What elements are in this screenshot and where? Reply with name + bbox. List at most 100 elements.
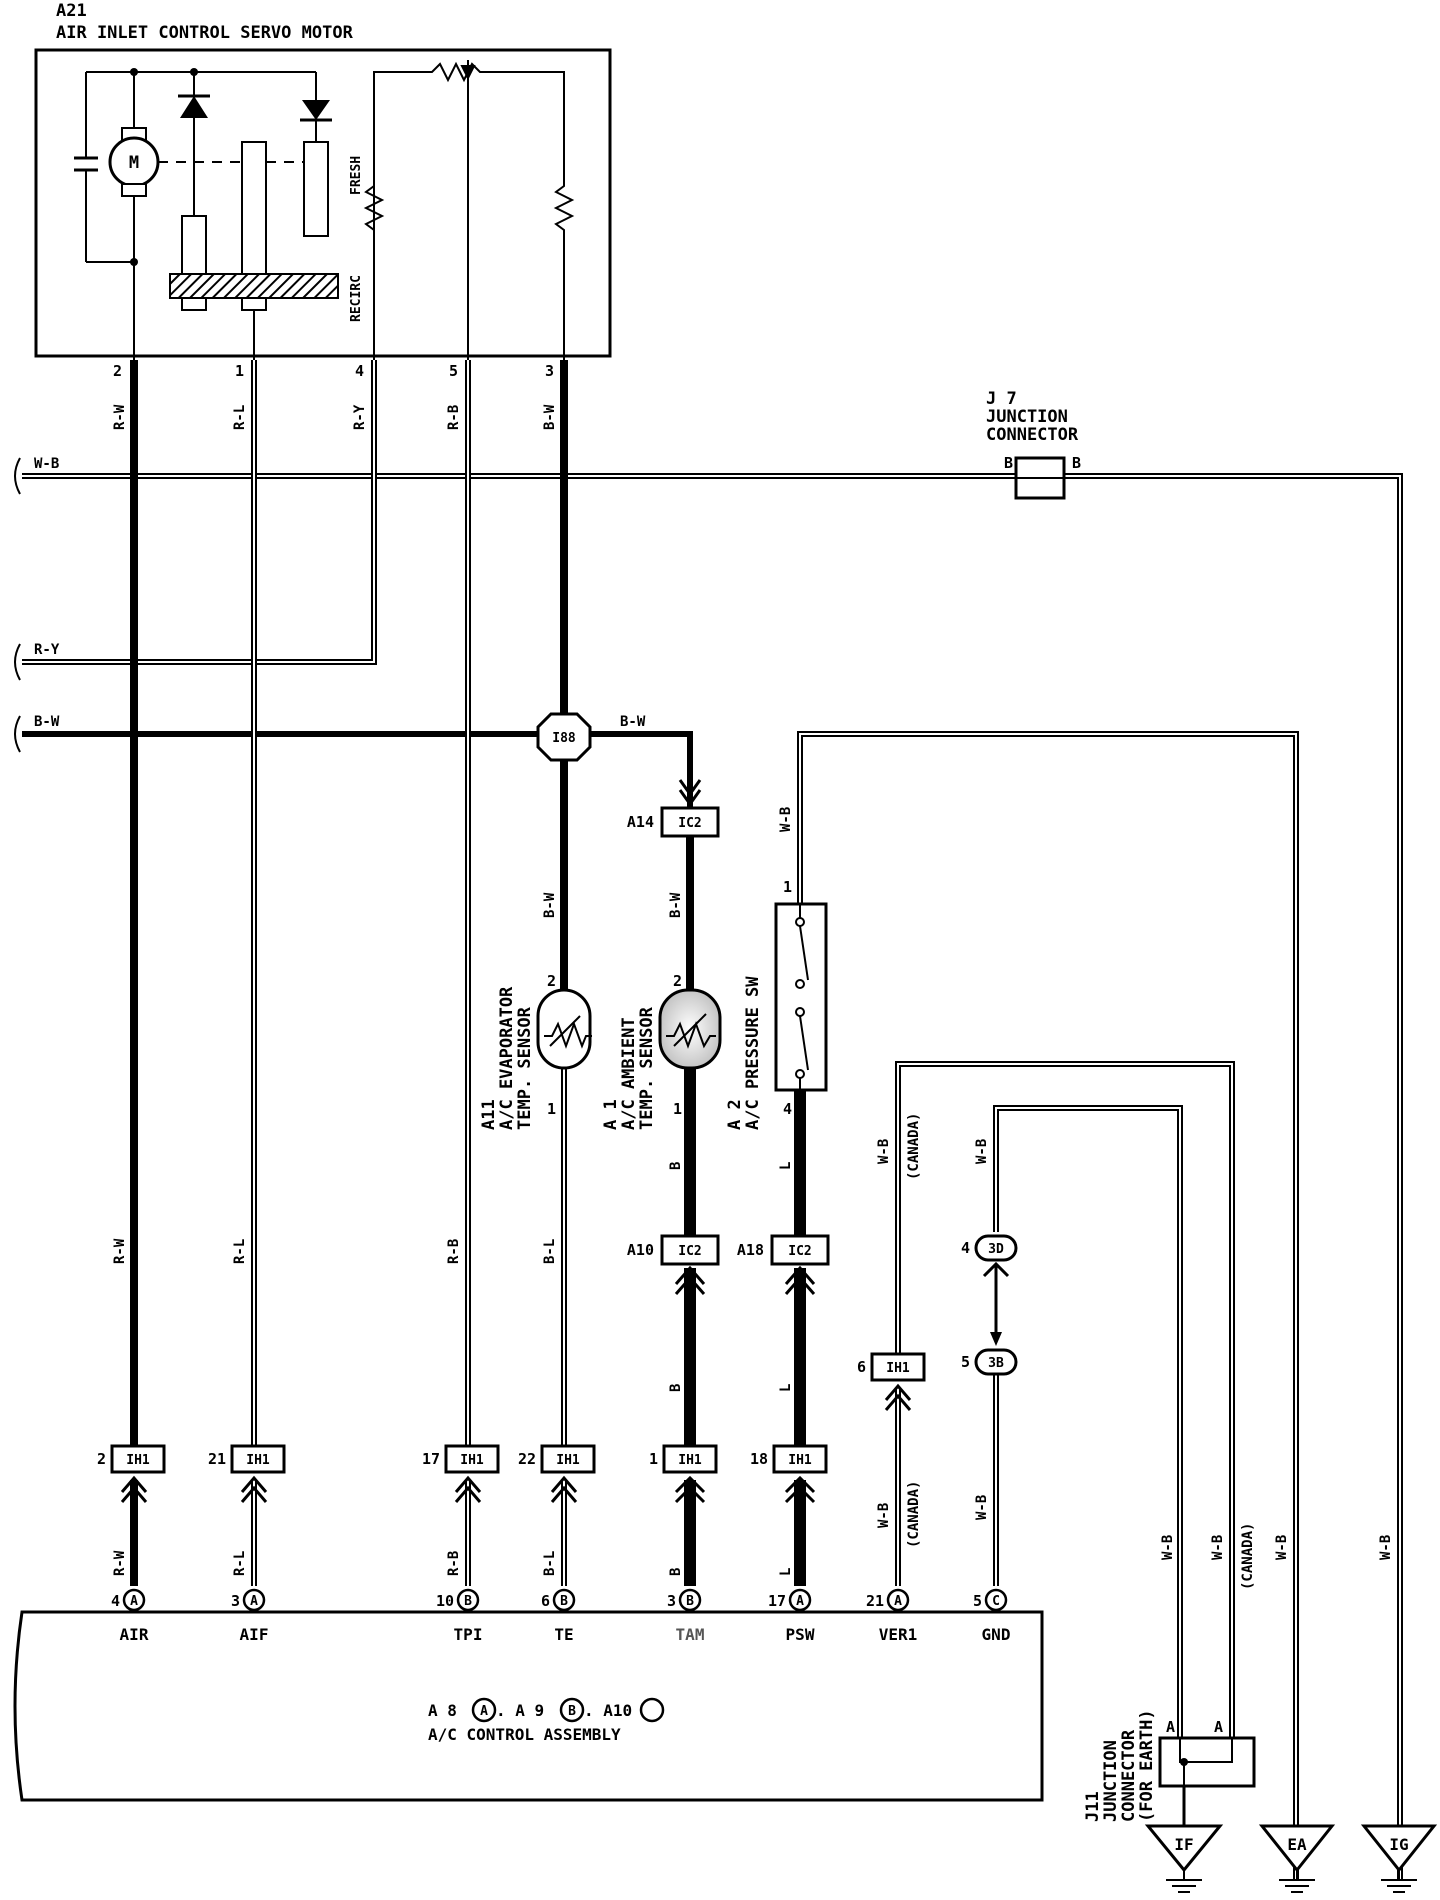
servo-pin-3: 3 bbox=[545, 362, 554, 380]
svg-text:B: B bbox=[568, 1704, 576, 1719]
ih1-2-pin: 2 bbox=[97, 1450, 106, 1468]
evap-pin-bot: 1 bbox=[547, 1100, 556, 1118]
ecu-terminal-ver1: 21 A VER1 bbox=[866, 1588, 918, 1644]
terminal-ver1: VER1 bbox=[879, 1625, 918, 1644]
label-rb-mid: R-B bbox=[446, 1239, 462, 1264]
terminal-aif: AIF bbox=[240, 1625, 269, 1644]
splice-code: I88 bbox=[552, 731, 576, 746]
svg-text:C: C bbox=[992, 1594, 1000, 1609]
ground-if-label: IF bbox=[1174, 1835, 1193, 1854]
svg-text:A: A bbox=[480, 1704, 488, 1719]
label-bw-evap: B-W bbox=[542, 892, 558, 918]
ecu-terminal-gnd: 5 C GND bbox=[973, 1588, 1010, 1644]
wire-labels: R-W R-L R-Y R-B B-W R-W R-L R-B B-L B-W … bbox=[112, 404, 1394, 1590]
svg-text:A: A bbox=[894, 1594, 902, 1609]
label-canada-ver1-low: (CANADA) bbox=[906, 1481, 922, 1548]
potentiometer bbox=[363, 60, 575, 360]
label-l-psw-low: L bbox=[778, 1384, 794, 1392]
a18-pin: A18 bbox=[737, 1241, 764, 1259]
label-rb-bot: R-B bbox=[446, 1551, 462, 1576]
ground-ig: IG bbox=[1360, 1824, 1438, 1893]
ih1-18-pin: 18 bbox=[750, 1450, 768, 1468]
label-l-bot: L bbox=[778, 1568, 794, 1576]
j7-code: J 7 bbox=[986, 389, 1017, 409]
connector-3b: 3B 5 bbox=[961, 1348, 1018, 1376]
terminal-tam: TAM bbox=[676, 1625, 705, 1644]
ih1-1-pin: 1 bbox=[649, 1450, 658, 1468]
label-rw-top: R-W bbox=[112, 404, 128, 430]
j7-line1: JUNCTION bbox=[986, 407, 1068, 427]
servo-motor: A21 AIR INLET CONTROL SERVO MOTOR M bbox=[34, 1, 612, 380]
a14-pin: A14 bbox=[627, 813, 654, 831]
motor: M bbox=[108, 68, 328, 360]
label-b-bot: B bbox=[668, 1568, 684, 1576]
connector-ih1-6: IH1 6 bbox=[857, 1352, 926, 1411]
label-canada-j11: (CANADA) bbox=[1240, 1523, 1256, 1590]
label-wb-psw: W-B bbox=[778, 807, 794, 832]
label-bl-bot: B-L bbox=[542, 1551, 558, 1576]
ecu-reference: A 8 A . A 9 B . A10 A/C CONTROL ASSEMBLY bbox=[428, 1697, 665, 1744]
contact-plate bbox=[169, 141, 339, 360]
terminal-tpi: TPI bbox=[454, 1625, 483, 1644]
3d-pin: 4 bbox=[961, 1239, 970, 1257]
svg-text:3: 3 bbox=[231, 1592, 240, 1610]
servo-pin-4: 4 bbox=[355, 362, 364, 380]
label-rw-bot: R-W bbox=[112, 1550, 128, 1576]
svg-text:B: B bbox=[560, 1594, 568, 1609]
ih1-17-pin: 17 bbox=[422, 1450, 440, 1468]
j7-line2: CONNECTOR bbox=[986, 425, 1079, 445]
svg-text:21: 21 bbox=[866, 1592, 884, 1610]
ac-control-assembly: 4 A AIR 3 A AIF 10 B TPI 6 B TE 3 B TAM bbox=[13, 1588, 1044, 1802]
svg-text:6: 6 bbox=[541, 1592, 550, 1610]
servo-pin-2: 2 bbox=[113, 362, 122, 380]
junction-j7: J 7 JUNCTION CONNECTOR B B bbox=[986, 389, 1081, 500]
ecu-ref-a: A 8 bbox=[428, 1701, 457, 1720]
svg-text:A: A bbox=[130, 1594, 138, 1609]
label-b-amb: B bbox=[668, 1162, 684, 1170]
a14-name: IC2 bbox=[678, 816, 701, 831]
ih1-22-name: IH1 bbox=[556, 1453, 580, 1468]
evap-line2: TEMP. SENSOR bbox=[515, 1006, 535, 1130]
svg-text:A: A bbox=[796, 1594, 804, 1609]
ecu-terminal-psw: 17 A PSW bbox=[768, 1588, 815, 1644]
ih1-6-pin: 6 bbox=[857, 1358, 866, 1376]
ih1-2-name: IH1 bbox=[126, 1453, 150, 1468]
a10-pin: A10 bbox=[627, 1241, 654, 1259]
label-wb-ig: W-B bbox=[1378, 1535, 1394, 1560]
left-wire-bw: B-W bbox=[34, 714, 60, 730]
evaporator-sensor: 2 1 A11 A/C EVAPORATOR TEMP. SENSOR bbox=[479, 972, 592, 1130]
label-wb-ea: W-B bbox=[1274, 1535, 1290, 1560]
label-bw-top: B-W bbox=[542, 404, 558, 430]
svg-text:3: 3 bbox=[667, 1592, 676, 1610]
j11-line1: JUNCTION bbox=[1101, 1740, 1121, 1822]
svg-text:B: B bbox=[464, 1594, 472, 1609]
amb-line2: TEMP. SENSOR bbox=[637, 1006, 657, 1130]
fresh-label: FRESH bbox=[349, 156, 364, 195]
ecu-terminal-tam: 3 B TAM bbox=[667, 1588, 705, 1644]
label-wb-j11b: W-B bbox=[1210, 1535, 1226, 1560]
label-wb-gnd-low: W-B bbox=[974, 1495, 990, 1520]
ih1-18: IH1 18 bbox=[750, 1444, 828, 1504]
servo-box bbox=[34, 48, 612, 358]
svg-text:A: A bbox=[250, 1594, 258, 1609]
j7-pin-right: B bbox=[1072, 454, 1081, 472]
ih1-21-pin: 21 bbox=[208, 1450, 226, 1468]
terminal-psw: PSW bbox=[786, 1625, 815, 1644]
ground-ig-label: IG bbox=[1389, 1835, 1408, 1854]
j11-line3: (FOR EARTH) bbox=[1137, 1709, 1157, 1822]
3b-name: 3B bbox=[988, 1356, 1004, 1371]
ih1-21: IH1 21 bbox=[208, 1444, 286, 1503]
ground-if: IF bbox=[1144, 1824, 1224, 1893]
diode-1 bbox=[178, 68, 210, 281]
ecu-terminal-air: 4 A AIR bbox=[111, 1588, 149, 1644]
label-l-psw: L bbox=[778, 1162, 794, 1170]
ih1-17-name: IH1 bbox=[460, 1453, 484, 1468]
ground-ea-label: EA bbox=[1287, 1835, 1307, 1854]
3d-name: 3D bbox=[988, 1242, 1004, 1257]
j11-line2: CONNECTOR bbox=[1119, 1729, 1139, 1822]
diode-2 bbox=[300, 71, 332, 237]
junction-j11: J11 JUNCTION CONNECTOR (FOR EARTH) A A bbox=[1083, 1709, 1256, 1826]
connector-a18: IC2 A18 bbox=[737, 1234, 830, 1295]
label-wb-ver1: W-B bbox=[876, 1139, 892, 1164]
j11-pin-a2: A bbox=[1214, 1718, 1223, 1736]
